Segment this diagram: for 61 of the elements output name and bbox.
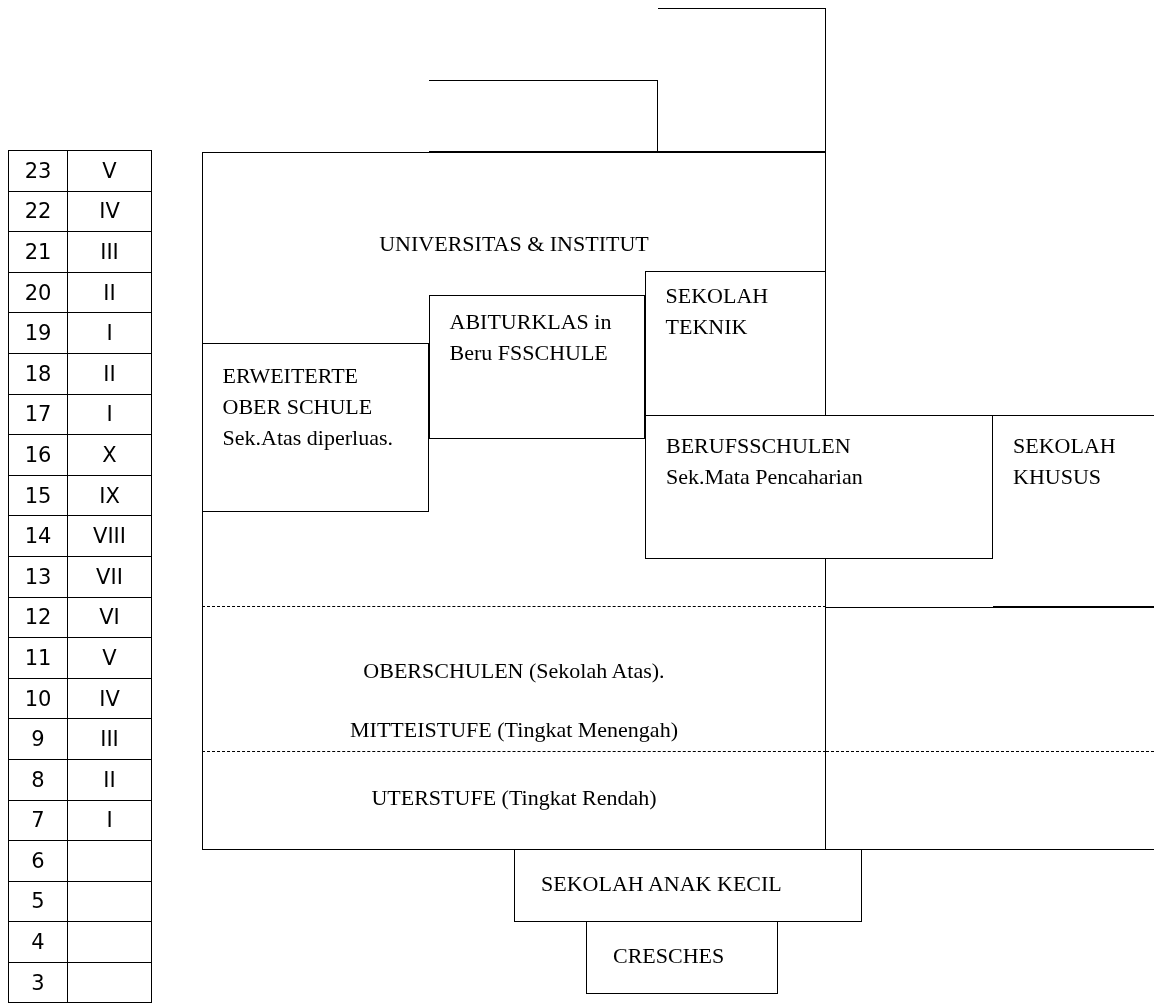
age-number: 13 xyxy=(24,564,52,589)
age-number: 19 xyxy=(24,321,52,346)
school-label: UNIVERSITAS & INSTITUT xyxy=(379,230,649,258)
grade-numeral: IX xyxy=(99,483,120,508)
grade-numeral: III xyxy=(100,727,119,752)
grade-numeral: V xyxy=(102,158,117,183)
level-box xyxy=(586,922,778,994)
grade-numeral: VI xyxy=(99,605,120,630)
empty-box xyxy=(429,80,658,152)
age-number: 10 xyxy=(24,686,52,711)
age-number: 9 xyxy=(31,727,45,752)
school-label: SEKOLAH KHUSUS xyxy=(1013,432,1117,491)
school-label: ERWEITERTE OBER SCHULE Sek.Atas diperluas. xyxy=(222,361,394,452)
level-box xyxy=(514,850,862,922)
grade-numeral: VII xyxy=(96,564,123,589)
school-label: MITTEISTUFE (Tingkat Menengah) xyxy=(350,716,678,744)
school-label: CRESCHES xyxy=(613,942,725,970)
grade-numeral: IV xyxy=(99,199,120,224)
level-box xyxy=(645,415,993,559)
level-box xyxy=(201,342,429,512)
grade-numeral: VIII xyxy=(93,524,126,549)
grade-numeral: III xyxy=(100,240,119,264)
age-number: 22 xyxy=(24,199,52,224)
grade-numeral: I xyxy=(106,402,113,427)
age-number: 11 xyxy=(24,645,52,670)
empty-box xyxy=(826,607,1154,752)
school-label: SEKOLAH ANAK KECIL xyxy=(541,870,782,898)
age-number: 17 xyxy=(24,402,52,427)
school-label: BERUFSSCHULEN Sek.Mata Pencaharian xyxy=(666,432,864,491)
level-box xyxy=(644,270,826,415)
age-number: 3 xyxy=(31,970,45,995)
grade-numeral: I xyxy=(106,808,113,833)
grade-numeral: II xyxy=(103,767,116,792)
grade-numeral: I xyxy=(106,321,113,346)
grade-numeral: IV xyxy=(99,686,120,711)
age-number: 18 xyxy=(24,361,52,386)
level-box xyxy=(428,294,645,439)
grade-numeral: X xyxy=(102,442,117,467)
level-box xyxy=(993,415,1154,607)
level-box xyxy=(202,607,826,752)
school-label: UTERSTUFE (Tingkat Rendah) xyxy=(371,784,657,812)
age-number: 8 xyxy=(31,767,45,792)
empty-box xyxy=(658,8,826,152)
age-number: 6 xyxy=(31,848,45,873)
grade-numeral: II xyxy=(103,361,116,386)
age-number: 21 xyxy=(24,240,52,264)
level-box xyxy=(202,752,826,850)
age-number: 16 xyxy=(24,442,52,467)
age-number: 20 xyxy=(24,280,52,305)
grade-numeral: V xyxy=(102,645,117,670)
school-label: ABITURKLAS in Beru FSSCHULE xyxy=(449,307,613,367)
age-number: 14 xyxy=(24,524,52,549)
age-number: 12 xyxy=(24,605,52,630)
grade-numeral: II xyxy=(103,280,116,305)
school-label: OBERSCHULEN (Sekolah Atas). xyxy=(363,657,665,685)
age-number: 7 xyxy=(31,808,45,833)
age-number: 15 xyxy=(24,483,52,508)
age-number: 5 xyxy=(31,889,45,914)
age-number: 23 xyxy=(24,158,52,183)
school-label: SEKOLAH TEKNIK xyxy=(665,281,770,341)
age-number: 4 xyxy=(31,930,45,955)
